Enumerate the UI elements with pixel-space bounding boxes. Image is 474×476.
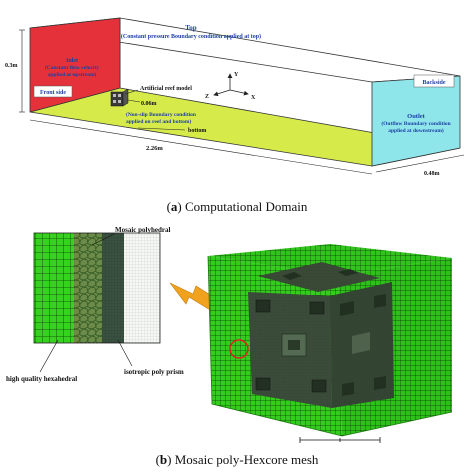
scale-bar <box>299 437 381 443</box>
length-dimension: 2.26m <box>146 145 163 152</box>
mesh-model <box>207 244 453 437</box>
zoom-region-circle <box>229 339 249 359</box>
noslip-note-2: applied on reef and bottom) <box>126 118 191 125</box>
axis-z-label: Z <box>205 94 209 100</box>
outlet-title: Outlet <box>407 113 426 120</box>
backside-box <box>413 74 455 88</box>
outlet-note-1: (Outflow Boundary condition <box>381 120 450 127</box>
inlet-note-1: (Constant flow velocity <box>45 64 99 71</box>
backside-label: Backside <box>422 80 445 86</box>
reef-label: Artificial reef model <box>140 86 192 92</box>
width-dimension: 0.48m <box>424 171 440 177</box>
outlet-note-2: applied at downstream) <box>388 127 444 134</box>
top-note: (Constant pressure Boundary condition ap… <box>121 33 261 40</box>
noslip-note-1: (Non-slip Boundary condition <box>126 111 196 118</box>
top-title: Top <box>185 24 197 32</box>
caption-b: (b) Mosaic poly-Hexcore mesh <box>156 452 319 467</box>
axis-x-label: X <box>251 95 256 101</box>
caption-b-text: Mosaic poly-Hexcore mesh <box>171 452 318 467</box>
axis-triad: Y Z X <box>205 72 256 101</box>
caption-a-letter: a <box>171 199 178 214</box>
inlet-title: Inlet <box>66 58 78 64</box>
hexa-label: high quality hexahedral <box>6 375 77 383</box>
bottom-label: bottom <box>188 128 206 134</box>
caption-a: (a) Computational Domain <box>167 199 308 214</box>
front-side-label: Front side <box>40 90 66 96</box>
computational-domain: Y Z X Top (Constant pressure Boundary co… <box>5 17 465 177</box>
mosaic-label: Mosaic polyhedral <box>115 226 170 234</box>
prism-label: isotropic poly prism <box>124 368 184 376</box>
reef-model <box>110 88 129 107</box>
reef-size: 0.06m <box>141 101 157 107</box>
caption-a-text: Computational Domain <box>182 199 308 214</box>
axis-y-label: Y <box>234 72 239 78</box>
mesh-inset <box>33 232 161 344</box>
height-dimension: 0.3m <box>5 63 18 69</box>
caption-b-letter: b <box>160 452 167 467</box>
inlet-note-2: applied at upstream) <box>48 71 97 78</box>
front-side-box <box>33 85 73 98</box>
